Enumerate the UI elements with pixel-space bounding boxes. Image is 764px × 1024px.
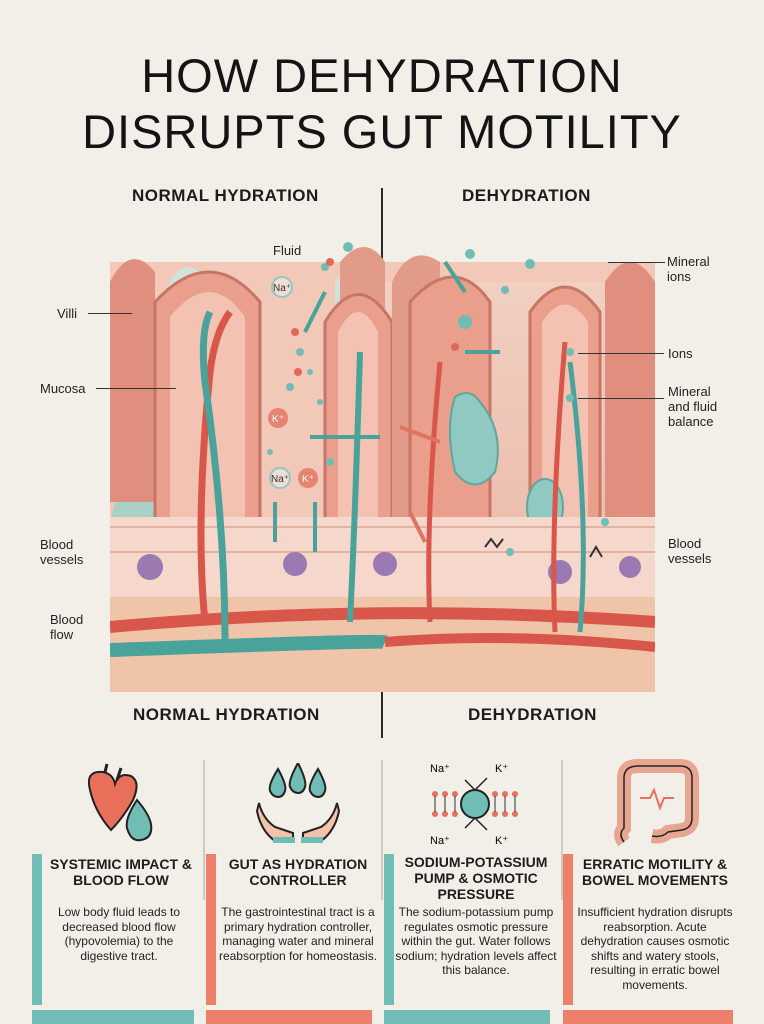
arrow-coral-2	[408, 511, 427, 543]
ion-pump-icon: Na⁺ K⁺ Na⁺ K⁺	[430, 763, 518, 847]
card-separator-3	[561, 760, 563, 900]
ion-na-1: Na⁺	[273, 283, 291, 294]
hands-drops-icon	[255, 763, 341, 843]
page-title: HOW DEHYDRATION DISRUPTS GUT MOTILITY	[0, 48, 764, 160]
vein-main-normal	[110, 634, 388, 657]
ion-na-2: Na⁺	[271, 474, 289, 485]
card-accent-4	[563, 854, 573, 1005]
gut-villi-diagram: Na⁺ K⁺ Na⁺ K⁺	[110, 242, 655, 692]
fluid-blob-1	[449, 392, 499, 486]
label-blood-vessels-left: Blood vessels	[40, 537, 84, 567]
nucleus-5	[619, 556, 641, 578]
vessel-teal-2	[347, 351, 363, 623]
ion-k-2: K⁺	[302, 474, 314, 485]
leader-mucosa	[96, 388, 176, 389]
villus-back-1	[110, 259, 155, 502]
card-separator-2	[381, 760, 383, 900]
card-title-sodium-potassium: SODIUM-POTASSIUM PUMP & OSMOTIC PRESSURE	[404, 854, 548, 902]
label-mineral-fluid-balance: Mineral and fluid balance	[668, 384, 718, 429]
vessel-teal-1	[199, 310, 229, 643]
pump-k-bottom: K⁺	[495, 835, 508, 847]
card-accent-3	[384, 854, 394, 1005]
leader-mineral-ions	[608, 262, 665, 263]
label-ions: Ions	[668, 346, 693, 361]
villus-dry-edge	[605, 262, 655, 522]
section-normal-bottom: NORMAL HYDRATION	[133, 705, 320, 724]
intestine-icon	[614, 759, 699, 847]
label-mucosa: Mucosa	[40, 381, 86, 396]
label-fluid: Fluid	[273, 243, 302, 258]
card-accent-2	[206, 854, 216, 1005]
arrow-fluid-in	[303, 291, 327, 333]
card-text-gut-controller: The gastrointestinal tract is a primary …	[218, 905, 378, 963]
section-dehydration-bottom: DEHYDRATION	[468, 705, 597, 724]
title-line-1: HOW DEHYDRATION	[141, 49, 623, 102]
nucleus-1	[137, 554, 163, 580]
ion-k-1: K⁺	[272, 414, 284, 425]
vessel-red-3	[551, 341, 568, 633]
nucleus-3	[373, 552, 397, 576]
vessel-teal-3	[567, 361, 586, 633]
card-title-gut-controller: GUT AS HYDRATION CONTROLLER	[228, 856, 368, 888]
bottom-bar-2	[206, 1010, 372, 1024]
card-text-sodium-potassium: The sodium-potassium pump regulates osmo…	[395, 905, 557, 977]
arrow-coral-1	[399, 425, 441, 444]
bottom-bar-4	[563, 1010, 733, 1024]
label-blood-flow: Blood flow	[50, 612, 84, 642]
card-text-systemic-impact: Low body fluid leads to decreased blood …	[57, 905, 181, 963]
section-normal-top: NORMAL HYDRATION	[132, 186, 319, 205]
pump-k-top: K⁺	[495, 763, 508, 775]
artery-main-dry	[384, 633, 655, 652]
nucleus-2	[283, 552, 307, 576]
bottom-bar-1	[32, 1010, 194, 1024]
villus-dehydrated-2-core	[542, 304, 588, 522]
heart-drop-icon	[87, 763, 153, 842]
arrow-dry-top	[443, 260, 467, 294]
pump-na-bottom: Na⁺	[430, 835, 450, 847]
section-dehydration-top: DEHYDRATION	[462, 186, 591, 205]
vessel-red-2	[426, 361, 443, 623]
title-line-2: DISRUPTS GUT MOTILITY	[82, 105, 682, 158]
vessel-red-1	[197, 309, 233, 623]
leader-mineral-fluid	[578, 398, 664, 399]
card-separator-1	[203, 760, 205, 900]
bottom-bar-3	[384, 1010, 550, 1024]
label-blood-vessels-right: Blood vessels	[668, 536, 712, 566]
card-text-erratic-motility: Insufficient hydration disrupts reabsorp…	[577, 905, 733, 992]
leader-villi	[88, 313, 132, 314]
card-title-systemic-impact: SYSTEMIC IMPACT & BLOOD FLOW	[49, 856, 193, 888]
card-accent-1	[32, 854, 42, 1005]
label-villi: Villi	[57, 306, 77, 321]
label-mineral-ions: Mineral ions	[667, 254, 710, 284]
leader-ions	[578, 353, 664, 354]
pump-na-top: Na⁺	[430, 763, 450, 775]
card-title-erratic-motility: ERRATIC MOTILITY & BOWEL MOVEMENTS	[582, 856, 728, 888]
